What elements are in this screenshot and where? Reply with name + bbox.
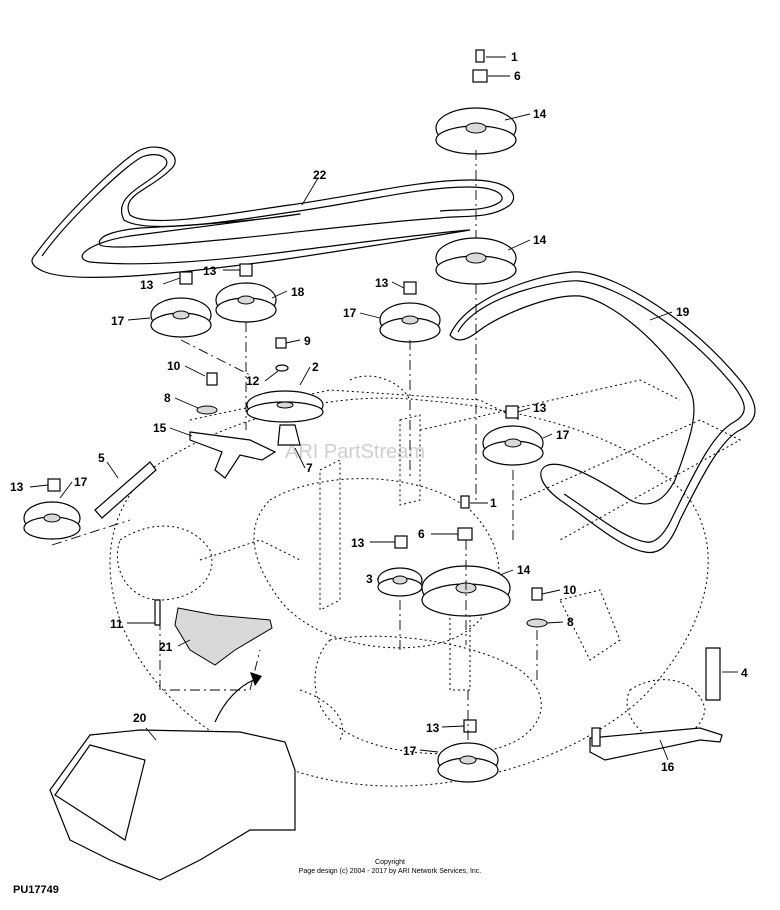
callout-label: 17 — [111, 314, 125, 328]
callout-label: 18 — [291, 285, 305, 299]
callout-label: 12 — [246, 374, 260, 388]
leader-lines — [29, 56, 738, 761]
callout-label: 14 — [533, 233, 547, 247]
belt-22 — [31, 146, 515, 278]
callout-label: 1 — [490, 496, 497, 510]
callout-label: 13 — [533, 401, 547, 415]
install-arrow — [214, 672, 262, 723]
callout-label: 6 — [418, 527, 425, 541]
callout-label: 17 — [556, 428, 570, 442]
callout-label: 17 — [343, 306, 357, 320]
idler-pulley-17-right — [482, 425, 544, 466]
idler-pulley-17-center — [379, 302, 441, 343]
callout-label: 5 — [98, 451, 105, 465]
callout-label: 9 — [304, 334, 311, 348]
callout-label: 13 — [375, 276, 389, 290]
callout-label: 1 — [511, 50, 518, 64]
callout-label: 13 — [351, 536, 365, 550]
copyright-footer: Copyright Page design (c) 2004 - 2017 by… — [0, 858, 780, 876]
diagram-id-label: PU17749 — [13, 884, 59, 896]
copyright-notice: Page design (c) 2004 - 2017 by ARI Netwo… — [298, 868, 482, 875]
copyright-label: Copyright — [375, 859, 405, 866]
callout-label: 22 — [313, 168, 327, 182]
callout-label: 7 — [306, 461, 313, 475]
alignment-lines — [51, 150, 538, 740]
callout-label: 8 — [164, 391, 171, 405]
callout-label: 14 — [517, 563, 531, 577]
spring-5 — [94, 461, 157, 519]
callout-label: 20 — [133, 711, 147, 725]
callout-label: 21 — [159, 640, 173, 654]
callout-label: 11 — [110, 617, 123, 631]
pulley-3 — [377, 567, 423, 597]
callout-label: 10 — [167, 359, 181, 373]
pulley-top-14 — [435, 107, 517, 155]
idler-pulley-17-left-top — [150, 297, 212, 338]
callout-label: 17 — [74, 475, 88, 489]
pulley-upper-14 — [435, 237, 517, 285]
belt-19 — [449, 271, 756, 554]
callout-label: 3 — [366, 572, 373, 586]
callout-label: 6 — [514, 69, 521, 83]
idler-pulley-17-left — [23, 501, 81, 540]
callout-label: 19 — [676, 305, 690, 319]
callout-label: 13 — [203, 264, 217, 278]
deflector-21 — [174, 607, 273, 666]
watermark-text: ARI PartStream — [285, 441, 425, 463]
chute-20 — [49, 729, 296, 881]
idler-arm-2 — [246, 390, 324, 446]
bracket-15 — [189, 431, 277, 479]
callout-label: 16 — [661, 760, 675, 774]
spring-4 — [705, 647, 721, 701]
callout-label: 8 — [567, 615, 574, 629]
callout-label: 13 — [10, 480, 24, 494]
idler-arm-16 — [589, 727, 723, 761]
callout-label: 2 — [312, 360, 319, 374]
callout-label: 13 — [140, 278, 154, 292]
callout-label: 15 — [153, 421, 167, 435]
callout-label: 13 — [426, 721, 440, 735]
callout-label: 4 — [741, 666, 748, 680]
idler-pulley-18 — [215, 282, 277, 323]
idler-pulley-17-bottom — [437, 742, 499, 783]
callout-label: 14 — [533, 107, 547, 121]
callout-labels: 1 6 14 22 14 13 13 18 17 13 17 19 9 2 10… — [10, 50, 748, 774]
callout-label: 10 — [563, 583, 577, 597]
callout-label: 17 — [403, 744, 417, 758]
